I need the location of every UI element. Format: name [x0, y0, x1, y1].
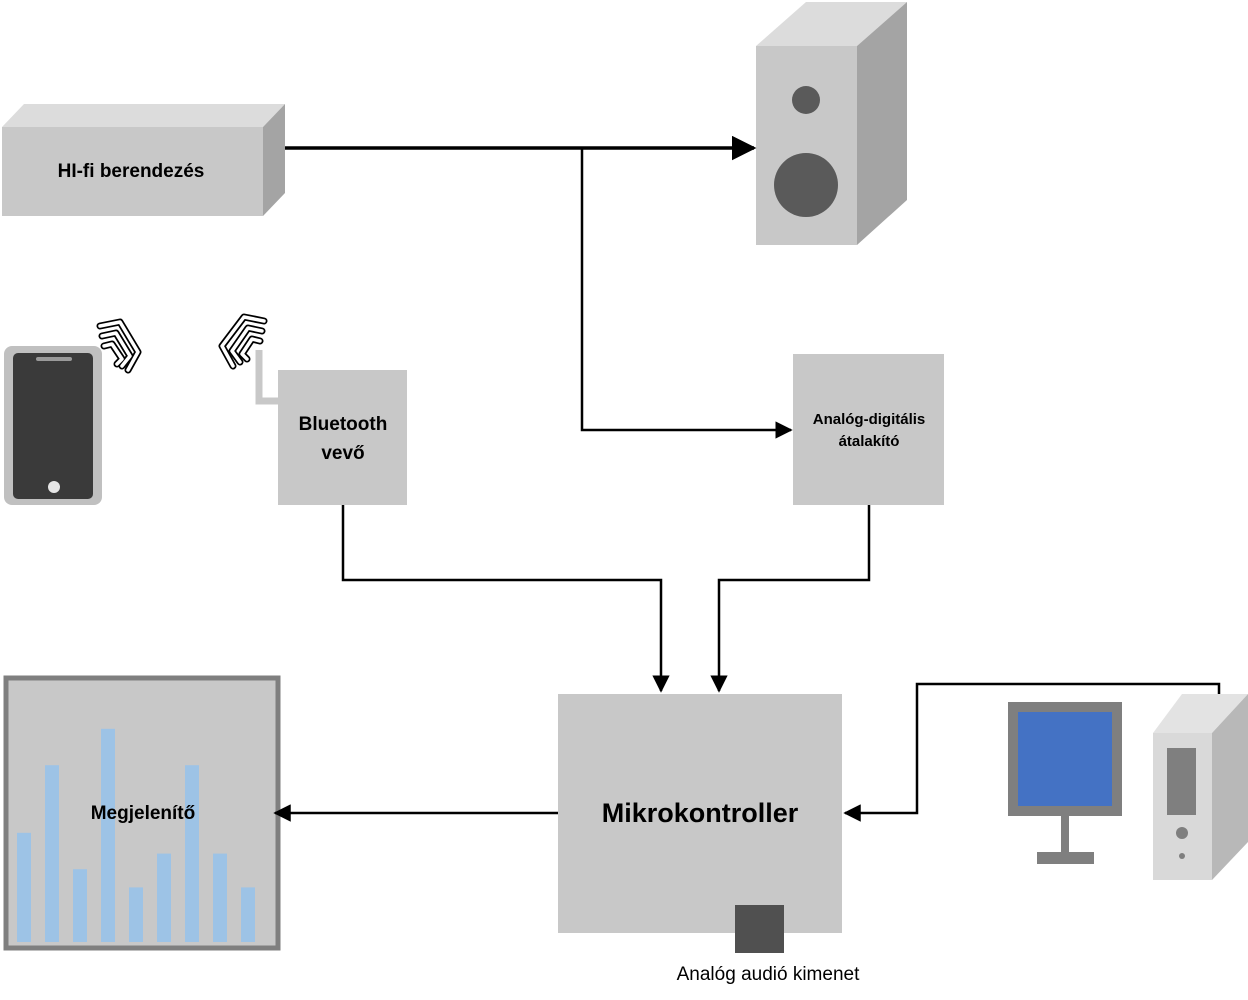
hifi-label: HI-fi berendezés — [58, 161, 205, 182]
bluetooth-receiver-block: Bluetooth vevő — [278, 370, 407, 505]
desktop-computer-icon — [1008, 694, 1248, 880]
microcontroller-label: Mikrokontroller — [602, 798, 799, 828]
bluetooth-label-line2: vevő — [321, 443, 364, 464]
hifi-to-adc-arrow — [580, 148, 793, 439]
display-bar — [157, 853, 171, 942]
audio-output-label: Analóg audió kimenet — [677, 964, 860, 985]
audio-output-jack — [735, 905, 784, 953]
smartphone-icon — [4, 346, 102, 505]
display-bar — [185, 765, 199, 942]
bluetooth-to-mcu-arrow — [341, 505, 670, 693]
display-bars — [17, 728, 255, 942]
speaker-icon — [756, 2, 907, 245]
display-bar — [17, 832, 31, 942]
connections — [273, 135, 1221, 822]
adc-label-line1: Analóg-digitális — [813, 411, 926, 428]
display-label: Megjelenítő — [91, 803, 196, 824]
hifi-block: HI-fi berendezés — [2, 104, 285, 216]
adc-block: Analóg-digitális átalakító — [793, 354, 944, 505]
microcontroller-block: Mikrokontroller — [558, 694, 842, 953]
adc-to-mcu-arrow — [710, 505, 871, 693]
display-block: Megjelenítő — [3, 675, 281, 951]
antenna-icon — [255, 350, 280, 405]
display-bar — [45, 765, 59, 942]
display-bar — [241, 887, 255, 942]
computer-to-mcu-arrow — [843, 682, 1221, 822]
bluetooth-label-line1: Bluetooth — [299, 414, 388, 435]
display-bar — [129, 887, 143, 942]
display-bar — [101, 728, 115, 942]
adc-label-line2: átalakító — [839, 433, 900, 450]
display-bar — [73, 869, 87, 942]
display-bar — [213, 853, 227, 942]
